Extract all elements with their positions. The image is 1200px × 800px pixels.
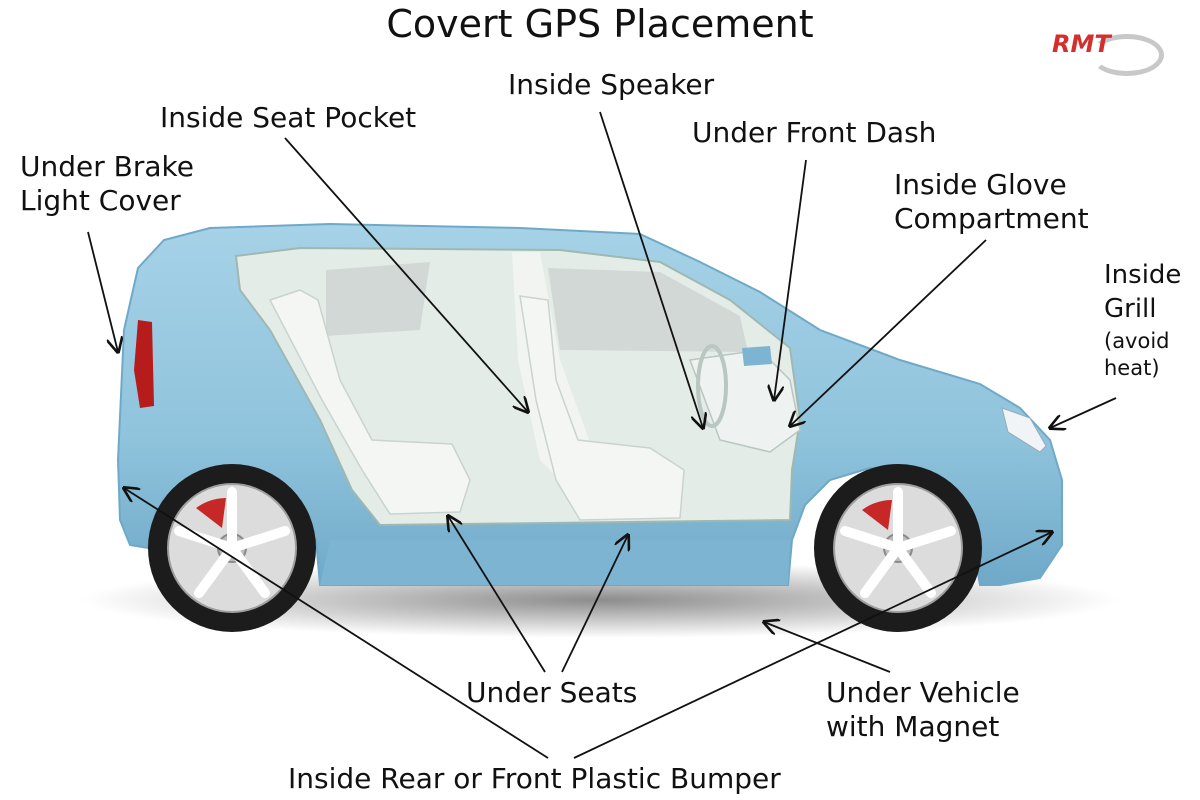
rear-wheel <box>148 464 316 632</box>
steering-wheel <box>696 344 728 428</box>
label-line: Compartment <box>894 202 1089 235</box>
label-line: Grill <box>1104 294 1157 324</box>
label-line: heat) <box>1104 356 1160 380</box>
label-line: Light Cover <box>20 184 181 217</box>
rear-window <box>326 262 430 336</box>
label-inside-grill-note: (avoid heat) <box>1104 328 1170 382</box>
logo-swoosh-icon <box>1090 34 1164 76</box>
label-under-vehicle-with-magnet: Under Vehicle with Magnet <box>826 676 1020 744</box>
arrow-grill <box>1050 397 1117 428</box>
rocker-panel <box>320 540 790 585</box>
side-mirror <box>742 346 772 366</box>
arrow-front-bumper <box>573 532 1052 759</box>
label-inside-speaker: Inside Speaker <box>508 68 715 101</box>
headlight <box>1001 407 1047 453</box>
label-inside-seat-pocket: Inside Seat Pocket <box>160 101 417 134</box>
logo-brand: RMT <box>1052 30 1111 58</box>
arrow-front-dash <box>774 159 807 400</box>
label-line: Inside <box>1104 260 1182 290</box>
label-line: (avoid <box>1104 329 1170 353</box>
arrow-under-seats-front <box>561 535 628 673</box>
rear-seat <box>268 289 471 515</box>
label-line: with Magnet <box>826 710 1000 743</box>
arrow-speaker <box>599 111 703 428</box>
label-under-brake-light-cover: Under Brake Light Cover <box>20 150 194 218</box>
arrow-under-seats-rear <box>448 516 546 673</box>
label-line: Under Vehicle <box>826 676 1020 709</box>
front-wheel <box>814 464 982 632</box>
label-inside-glove-compartment: Inside Glove Compartment <box>894 168 1089 236</box>
label-line: Inside Glove <box>894 168 1067 201</box>
arrow-seat-pocket <box>284 137 528 412</box>
arrow-rear-bumper <box>124 488 549 759</box>
label-line: Under Brake <box>20 150 194 183</box>
arrow-brake-light <box>87 231 118 352</box>
front-window <box>548 268 748 352</box>
label-inside-grill: Inside Grill <box>1104 258 1181 326</box>
arrow-glove-compartment <box>790 239 987 426</box>
label-inside-bumper: Inside Rear or Front Plastic Bumper <box>288 762 781 795</box>
tail-light <box>134 320 154 408</box>
front-seat <box>519 295 685 521</box>
rmt-logo: RMT <box>1046 24 1164 76</box>
arrow-under-vehicle <box>764 622 891 673</box>
label-under-front-dash: Under Front Dash <box>692 116 937 149</box>
page-title: Covert GPS Placement <box>386 2 814 46</box>
label-under-seats: Under Seats <box>466 676 638 709</box>
